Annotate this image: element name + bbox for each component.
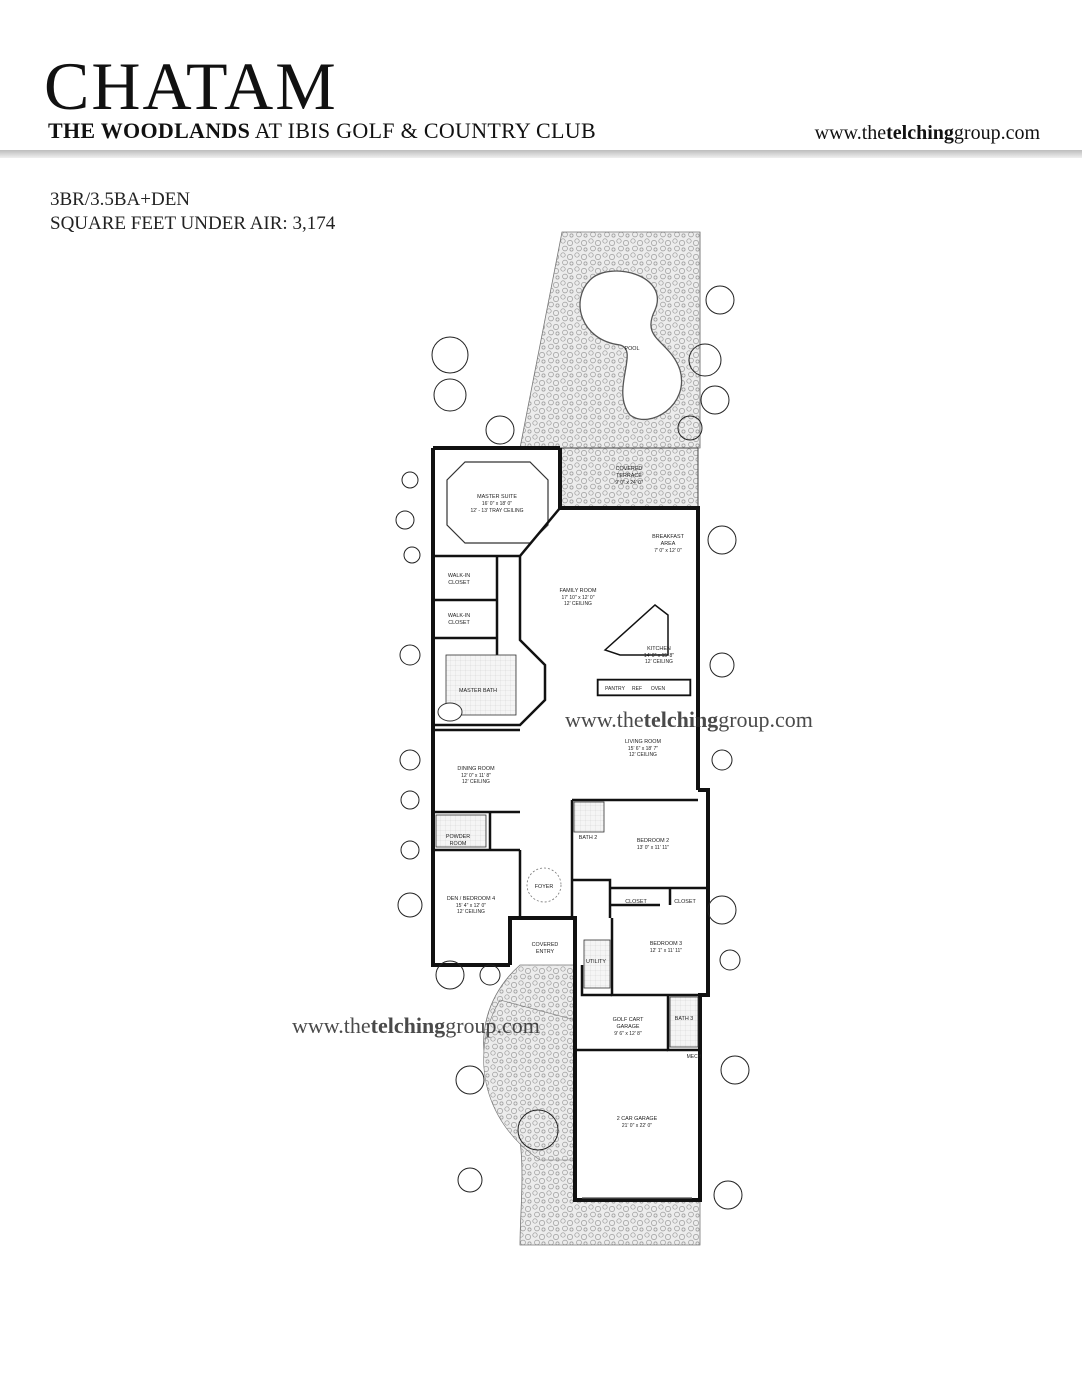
landscaping: [395, 285, 750, 1210]
dining-room-label: DINING ROOM: [457, 766, 495, 772]
master-suite-dim: 16' 0" x 18' 0": [482, 501, 512, 507]
master-suite-note: 12' - 13' TRAY CEILING: [470, 508, 523, 514]
powder-room-label-2: ROOM: [450, 841, 467, 847]
bedroom-2-label: BEDROOM 2: [637, 838, 669, 844]
community-subtitle: THE WOODLANDS AT IBIS GOLF & COUNTRY CLU…: [48, 118, 596, 144]
covered-terrace-dim: 9' 0" x 24' 0": [615, 480, 643, 486]
breakfast-dim: 7' 0" x 12' 0": [654, 548, 682, 554]
watermark-center: www.thetelchinggroup.com: [565, 707, 813, 733]
pool: [579, 270, 683, 421]
master-suite-label: MASTER SUITE: [477, 494, 517, 500]
watermark-2-bold: telching: [370, 1013, 446, 1038]
oven-label: OVEN: [651, 686, 666, 692]
website-prefix: www.the: [814, 122, 887, 144]
watermark-2-suffix: group.com: [445, 1013, 540, 1038]
family-room-note: 12' CEILING: [564, 601, 592, 607]
kitchen-label: KITCHEN: [647, 646, 671, 652]
covered-terrace-label: COVERED: [616, 466, 643, 472]
covered-entry-label-2: ENTRY: [536, 949, 555, 955]
website-link[interactable]: www.thetelchinggroup.com: [815, 122, 1040, 145]
walk-in-closet-2-label-2: CLOSET: [448, 620, 470, 626]
closet-b-label: CLOSET: [674, 899, 696, 905]
two-car-garage-dim: 21' 0" x 22' 0": [622, 1123, 652, 1129]
golf-cart-label-2: GARAGE: [616, 1024, 639, 1030]
subtitle-rest: AT IBIS GOLF & COUNTRY CLUB: [250, 118, 596, 143]
watermark-1-bold: telching: [643, 707, 719, 732]
watermark-2-prefix: www.the: [292, 1013, 371, 1038]
covered-entry-label: COVERED: [532, 942, 559, 948]
golf-cart-label: GOLF CART: [613, 1017, 644, 1023]
dining-room-dim: 12' 0" x 11' 8": [461, 773, 491, 779]
walk-in-closet-1-label-2: CLOSET: [448, 580, 470, 586]
closet-a-label: CLOSET: [625, 899, 647, 905]
bedroom-3-label: BEDROOM 3: [650, 941, 682, 947]
breakfast-label-2: AREA: [661, 541, 676, 547]
foyer-label: FOYER: [535, 884, 554, 890]
square-feet: SQUARE FEET UNDER AIR: 3,174: [50, 213, 336, 234]
watermark-1-prefix: www.the: [565, 707, 644, 732]
mech-label: MECH: [687, 1054, 702, 1060]
foyer-inlay: [526, 867, 562, 903]
family-room-label: FAMILY ROOM: [560, 588, 597, 594]
kitchen-island: [603, 604, 669, 656]
header-divider: [0, 150, 1082, 158]
dining-room-note: 12' CEILING: [462, 779, 490, 785]
two-car-garage-label: 2 CAR GARAGE: [617, 1116, 658, 1122]
bath-2-tile: [573, 801, 605, 833]
covered-terrace-label-2: TERRACE: [616, 473, 642, 479]
den-note: 12' CEILING: [457, 909, 485, 915]
bath-2-label: BATH 2: [579, 835, 597, 841]
family-room-dim: 17' 10" x 12' 0": [562, 595, 595, 601]
powder-tile: [435, 814, 487, 848]
website-bold: telching: [886, 122, 954, 144]
ref-label: REF: [632, 686, 642, 692]
walk-in-closet-1-label: WALK-IN: [448, 573, 470, 579]
bedroom-3-dim: 12' 1" x 11' 11": [650, 948, 682, 954]
kitchen-counter: [597, 679, 691, 696]
pool-label: POOL: [625, 346, 640, 352]
website-suffix: group.com: [953, 122, 1040, 144]
breakfast-label: BREAKFAST: [652, 534, 684, 540]
bed-bath-count: 3BR/3.5BA+DEN: [50, 189, 191, 210]
bath-3-tile: [669, 996, 699, 1048]
powder-room-label: POWDER: [446, 834, 470, 840]
covered-terrace: [559, 447, 699, 509]
living-room-dim: 15' 6" x 18' 7": [628, 746, 658, 752]
pantry-label: PANTRY: [605, 686, 625, 692]
utility-label: UTILITY: [586, 959, 606, 965]
kitchen-note: 12' CEILING: [645, 659, 673, 665]
master-tub: [437, 702, 463, 722]
bedroom-2-dim: 13' 0" x 11' 11": [637, 845, 669, 851]
subtitle-bold: THE WOODLANDS: [48, 118, 251, 143]
kitchen-dim: 14' 0" x 15' 8": [644, 653, 674, 659]
den-dim: 15' 4" x 12' 0": [456, 903, 486, 909]
den-label: DEN / BEDROOM 4: [447, 896, 495, 902]
watermark-lower: www.thetelchinggroup.com: [292, 1013, 540, 1039]
specs-block: 3BR/3.5BA+DEN SQUARE FEET UNDER AIR: 3,1…: [50, 188, 335, 236]
watermark-1-suffix: group.com: [718, 707, 813, 732]
walkway: [483, 999, 576, 1161]
utility-tile: [583, 939, 611, 989]
page-title: CHATAM: [44, 48, 338, 124]
bath-3-label: BATH 3: [675, 1016, 693, 1022]
master-bath-label: MASTER BATH: [459, 688, 497, 694]
living-room-label: LIVING ROOM: [625, 739, 661, 745]
walk-in-closet-2-label: WALK-IN: [448, 613, 470, 619]
golf-cart-dim: 9' 6" x 12' 8": [614, 1031, 642, 1037]
living-room-note: 12' CEILING: [629, 752, 657, 758]
